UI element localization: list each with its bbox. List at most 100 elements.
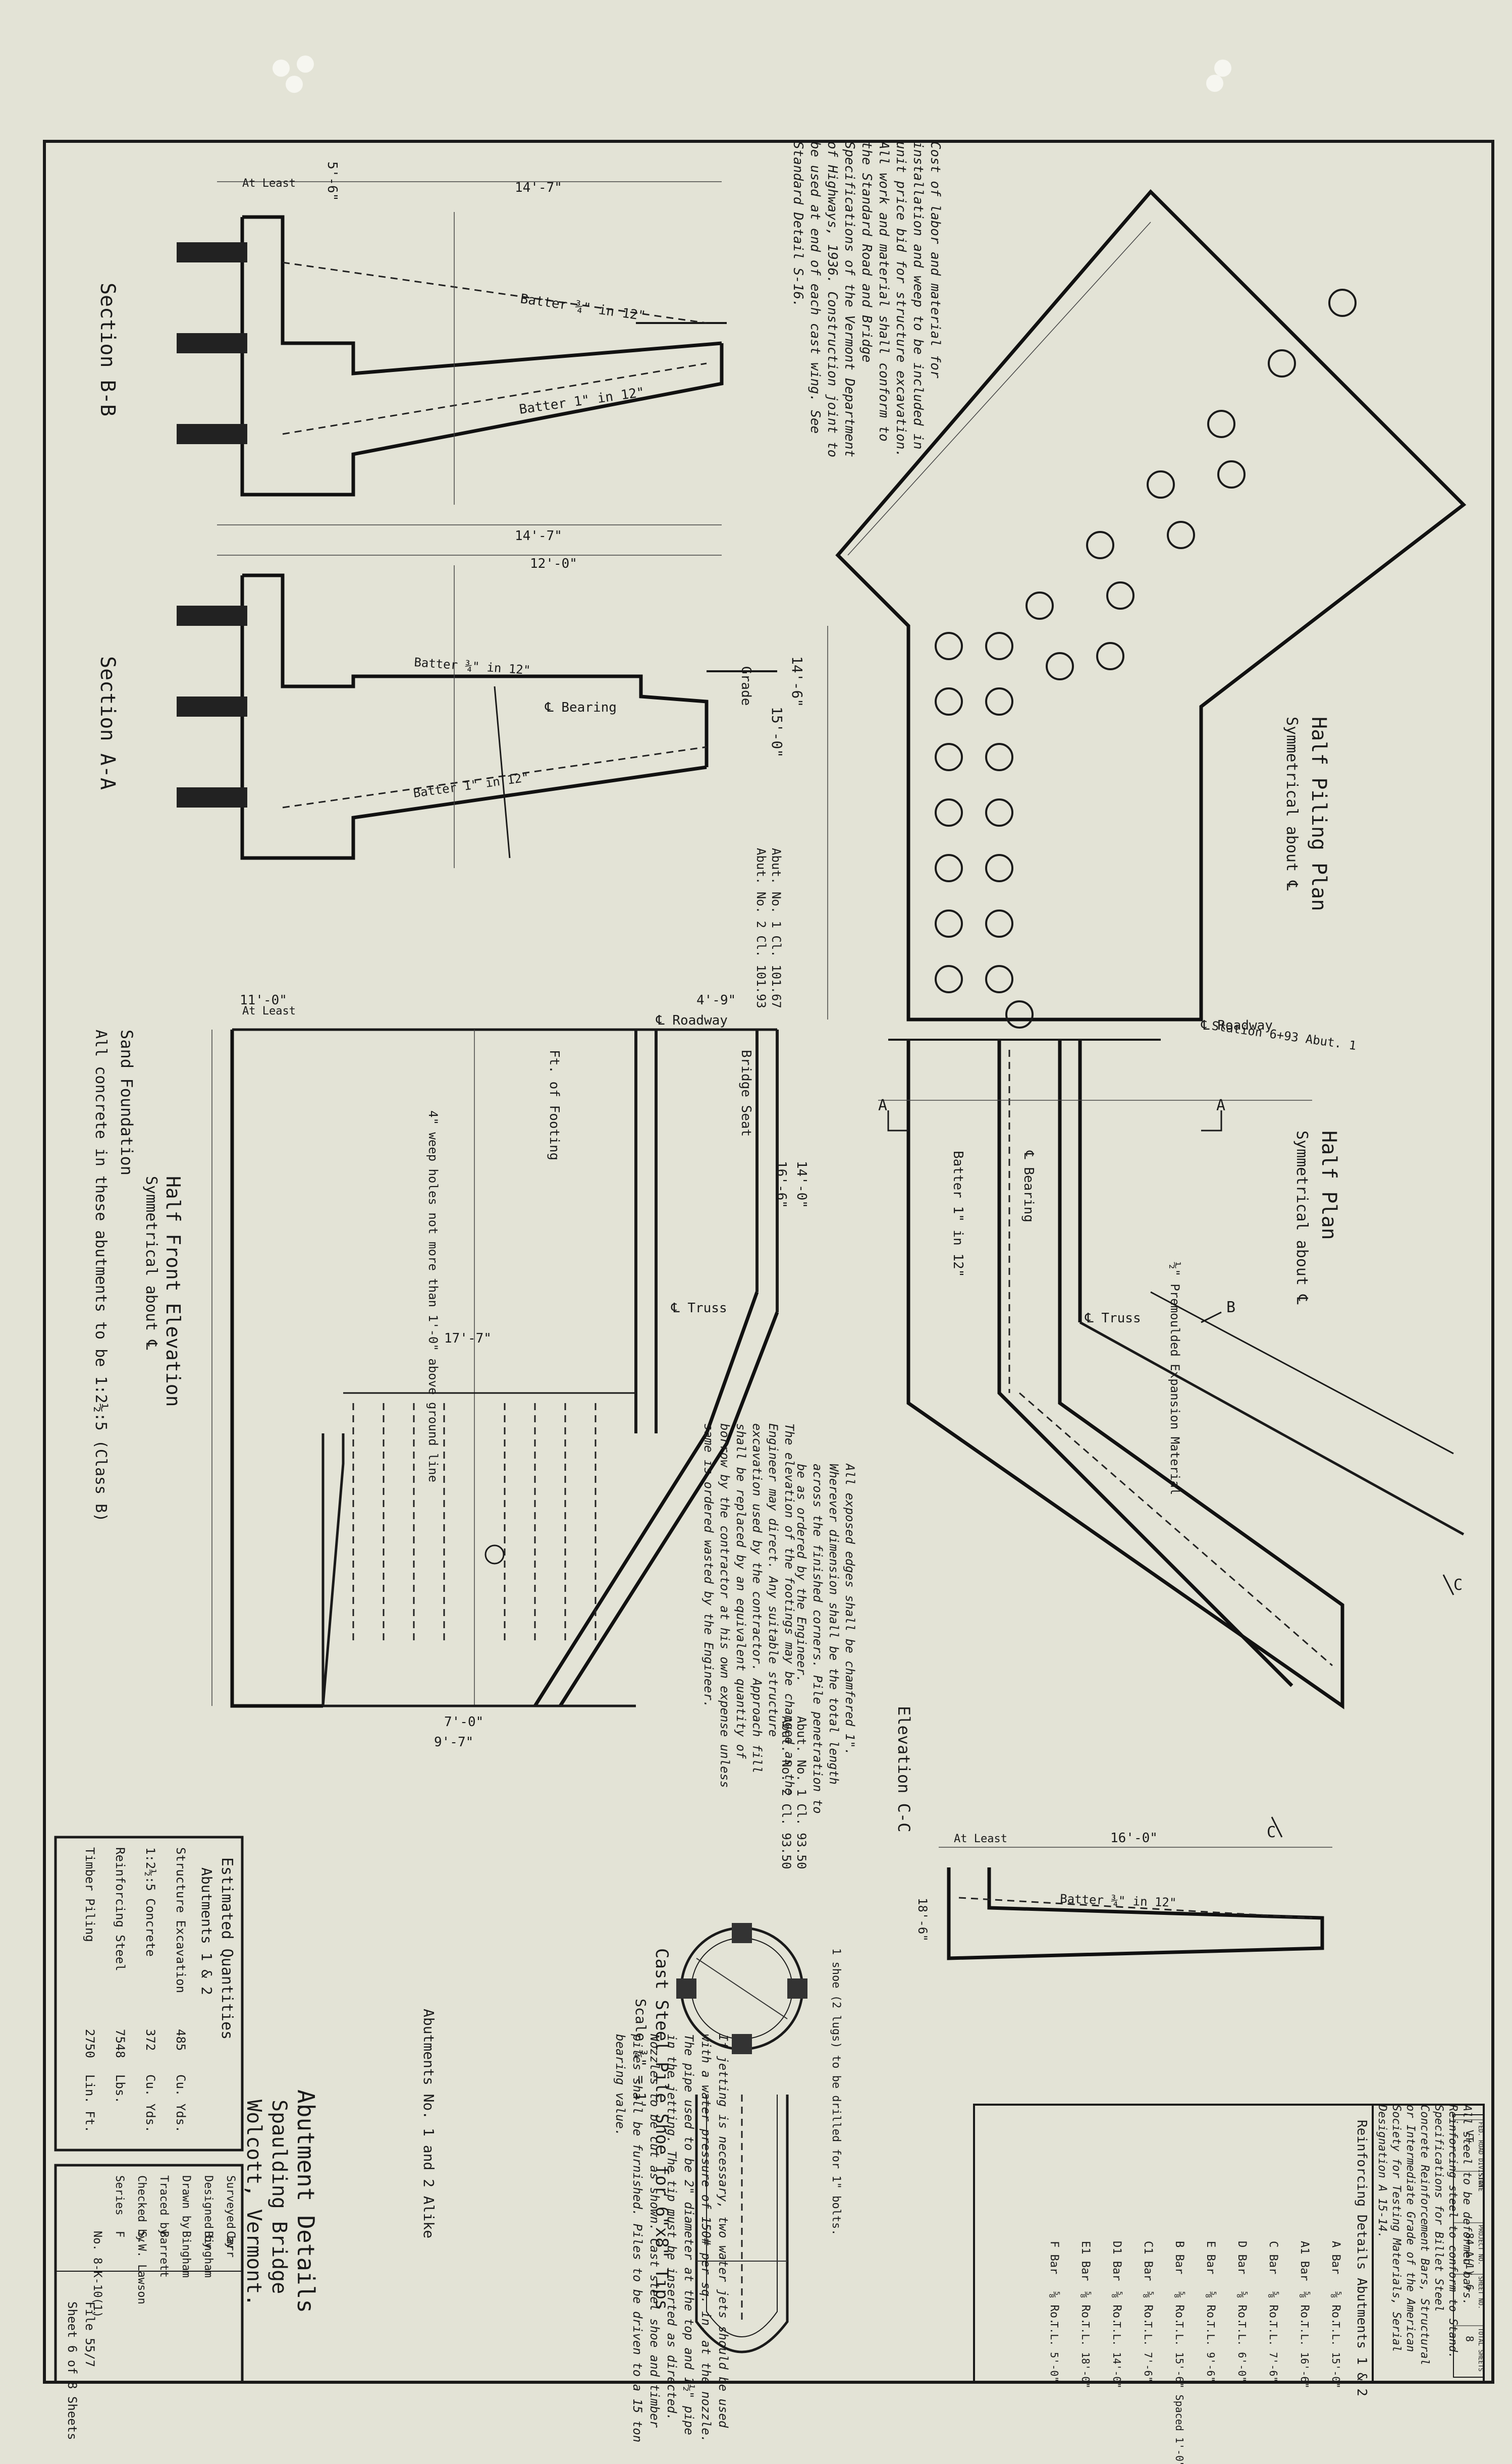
quantity-value: 372: [143, 2029, 157, 2051]
dim-text: 12'-0": [530, 556, 577, 571]
pile-circle: [1217, 460, 1246, 489]
dim-text: 15'-0": [769, 707, 785, 758]
project-cell-label: PROJECT NO.: [1477, 2225, 1484, 2265]
credit-value: S.W. Lawson: [135, 2231, 148, 2305]
half-plan-symmetric: Symmetrical about ℄: [1293, 1131, 1311, 1305]
pile-circle: [1086, 531, 1114, 559]
pile-circle: [985, 687, 1013, 716]
section-bb-view: 5'-6" 14'-7" 14'-7" Batter ¾" in 12" Bat…: [96, 162, 727, 544]
dim-text: 11'-0": [240, 993, 287, 1008]
quantities-title: Estimated Quantities: [218, 1857, 236, 2040]
batter-label: Batter ¾" in 12": [1060, 1892, 1177, 1910]
general-notes-text: Cost of labor and material for installat…: [790, 141, 943, 458]
bearing-label: ℄ Bearing: [1021, 1150, 1036, 1222]
credit-row: Checked byS.W. Lawson: [135, 2175, 148, 2305]
pile-circle: [985, 743, 1013, 771]
dim-text: 14'-6": [789, 656, 805, 707]
rebar-size: ⅝ Ro.: [1267, 2291, 1279, 2325]
credit-label: Drawn by: [180, 2175, 192, 2229]
batter-label: Batter 1" in 12": [950, 1151, 965, 1277]
location-name: Wolcott, Vermont.: [242, 2100, 265, 2306]
expansion-label: ½" Premoulded Expansion Material: [1168, 1262, 1182, 1495]
pile-circle: [935, 687, 963, 716]
half-piling-symmetric: Symmetrical about ℄: [1283, 717, 1301, 891]
credit-label: Surveyed by: [224, 2175, 237, 2249]
rebar-dims: T.L. 15'-0": [1330, 2322, 1342, 2388]
elev-label: Abut. No. 1 Cl. 93.50: [794, 1716, 808, 1869]
jetting-note: If jetting is necessary, two water jets …: [613, 2034, 730, 2443]
batter-label: Batter ¾" in 12": [414, 655, 531, 677]
quantities-subtitle: Abutments 1 & 2: [198, 1867, 215, 1995]
truss-label: ℄ Truss: [1085, 1311, 1141, 1326]
grade-label: Grade: [738, 666, 753, 706]
station-label: Station 6+93 Abut. 1: [1211, 1019, 1357, 1053]
pile-circle: [985, 632, 1013, 660]
shoe-note: 1 shoe (2 lugs) to be drilled for 1" bol…: [830, 1948, 842, 2236]
rebar-schedule-title: Reinforcing Details Abutments 1 & 2: [1354, 2120, 1369, 2396]
pile-group: [935, 289, 1357, 1029]
pile-circle: [935, 965, 963, 993]
pile-circle: [1005, 1000, 1034, 1029]
rebar-size: ⅝ Ro.: [1235, 2291, 1248, 2325]
section-aa-view: 12'-0" Grade ℄ Bearing Batter ¾" in 12" …: [96, 555, 783, 1008]
credit-label: Checked by: [135, 2175, 148, 2242]
bearing-label: ℄ Bearing: [545, 700, 617, 715]
elev-label: Abut. No. 2 Cl. 93.50: [779, 1716, 793, 1869]
pile-shoe-title: Cast Steel Pile Shoe for 6"x8" Tips: [652, 1948, 672, 2310]
project-cell-label: SHEET NO.: [1477, 2276, 1484, 2309]
section-aa-title: Section A-A: [96, 656, 119, 790]
half-plan: A A B C C ℄ Bearing Batter 1" in 12" ℄ T…: [774, 1019, 1465, 1841]
pile-circle: [1046, 652, 1074, 680]
project-cell-label: TOTAL SHEETS: [1477, 2328, 1484, 2372]
punch-hole: [273, 60, 290, 77]
half-piling-plan: 14'-6" 15'-0" ℄ Roadway Half Piling Plan…: [769, 189, 1467, 1033]
rebar-mark: F Bar: [1048, 2241, 1060, 2274]
section-marker: C: [1267, 1824, 1276, 1841]
rebar-dims: T.L. 7'-6": [1267, 2322, 1279, 2382]
steel-note-box: All steel to be deformed bars. Reinforci…: [1372, 2104, 1485, 2383]
credit-value: Bingham: [180, 2231, 192, 2278]
pile-circle: [935, 743, 963, 771]
rebar-dims: T.L. 7'-6": [1142, 2322, 1154, 2382]
pile-circle: [985, 798, 1013, 827]
at-least-label: At Least: [242, 177, 296, 190]
dim-text: 7'-0": [444, 1715, 483, 1730]
dim-text: 9'-7": [434, 1735, 473, 1750]
rebar-size: ⅝ Ro.: [1079, 2291, 1092, 2325]
rebar-mark: E1 Bar: [1079, 2241, 1092, 2281]
section-marker: A: [878, 1097, 887, 1114]
dim-text: 16'-0": [1110, 1831, 1158, 1846]
elevation-cc-title: Elevation C-C: [894, 1706, 913, 1832]
project-cell-value: 8: [1464, 2336, 1476, 2342]
quantity-unit: Cu. Yds.: [174, 2074, 188, 2133]
credit-row: Drawn by Bingham: [180, 2175, 192, 2278]
rebar-mark: D1 Bar: [1110, 2241, 1123, 2281]
project-cell-value: VT.: [1464, 2130, 1476, 2148]
credit-label: Series: [113, 2175, 126, 2215]
chamfer-note: All exposed edges shall be chamfered 1".…: [794, 1464, 857, 1814]
dim-text: 4'-9": [696, 993, 736, 1008]
quantity-value: 2750: [83, 2029, 97, 2058]
section-marker: A: [1216, 1097, 1225, 1114]
pile-circle: [935, 854, 963, 882]
half-front-elevation-title: Half Front Elevation: [162, 1176, 184, 1407]
footing-label: Ft. of Footing: [547, 1050, 562, 1160]
rebar-detail-view: 16'-0" At Least Batter ¾" in 12" 18'-6": [915, 1831, 1332, 1960]
roadway-label: ℄ Roadway: [656, 1013, 728, 1028]
quantity-item: Structure Excavation: [174, 1847, 188, 1993]
half-front-elevation: 11'-0" 4'-9" 17'-7" 7'-0" 9'-7" ℄ Roadwa…: [92, 993, 808, 1869]
